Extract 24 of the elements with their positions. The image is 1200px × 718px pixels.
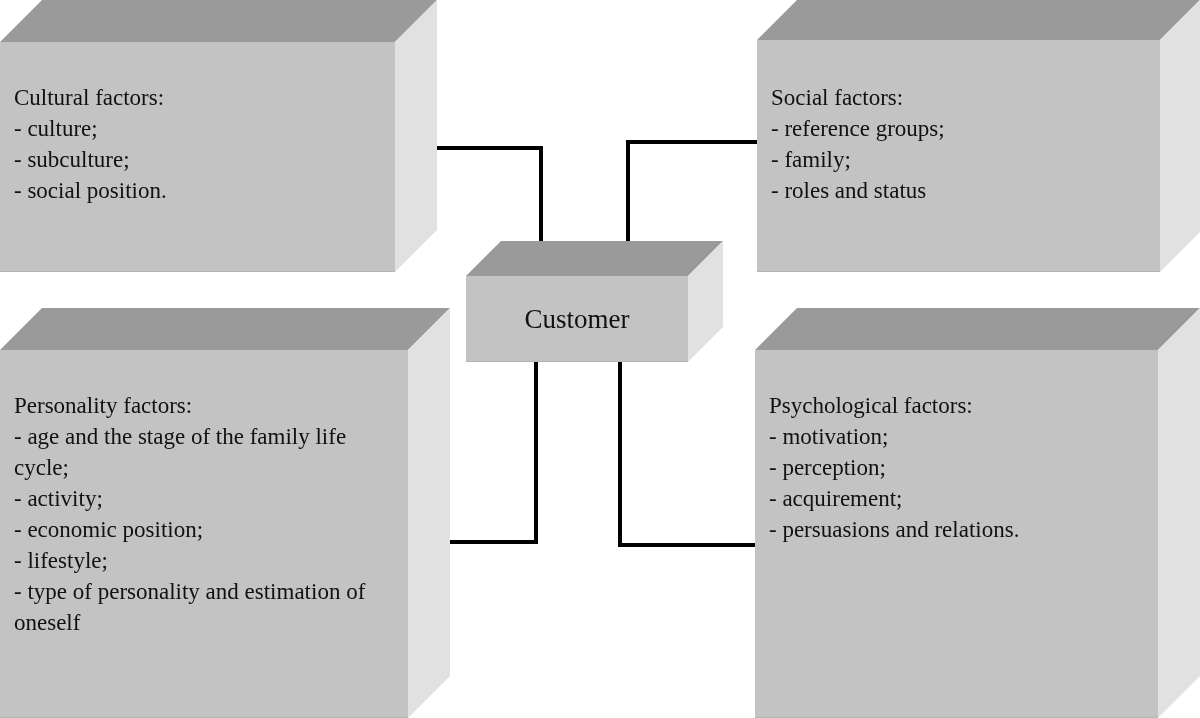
list-item: - type of personality and estimation of oneself xyxy=(14,578,367,637)
node-heading: Cultural factors: xyxy=(14,84,166,112)
list-item: - family; xyxy=(771,146,852,174)
list-item: - motivation; xyxy=(769,423,890,451)
list-item: - age and the stage of the family life cycle; xyxy=(14,423,348,482)
list-item: - reference groups; xyxy=(771,115,946,143)
list-item: - lifestyle; xyxy=(14,547,109,575)
list-item: - activity; xyxy=(14,485,104,513)
connector-line xyxy=(626,140,757,241)
node-label: Customer xyxy=(524,303,630,335)
list-item: - persuasions and relations. xyxy=(769,516,1021,544)
list-item: - roles and status xyxy=(771,177,928,205)
list-item: - culture; xyxy=(14,115,99,143)
list-item: - social position. xyxy=(14,177,168,205)
list-item: - subculture; xyxy=(14,146,131,174)
connector-line xyxy=(450,362,538,544)
list-item: - perception; xyxy=(769,454,887,482)
connector-line xyxy=(618,362,755,547)
node-heading: Psychological factors: xyxy=(769,392,974,420)
list-item: - economic position; xyxy=(14,516,205,544)
node-heading: Social factors: xyxy=(771,84,905,112)
node-heading: Personality factors: xyxy=(14,392,194,420)
list-item: - acquirement; xyxy=(769,485,904,513)
connector-line xyxy=(437,146,543,241)
